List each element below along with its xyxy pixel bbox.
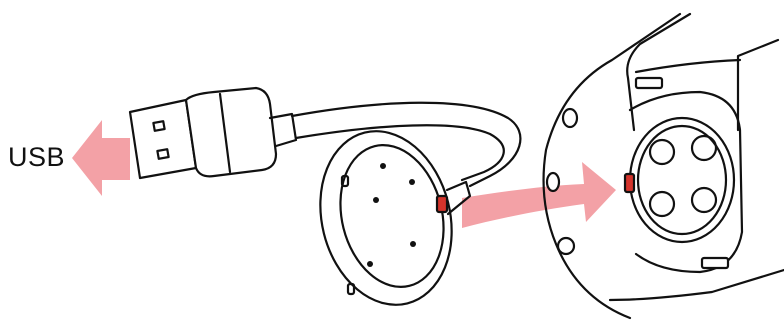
right-arrow-icon bbox=[462, 162, 616, 228]
left-arrow-icon bbox=[72, 120, 130, 196]
charging-clip-icon bbox=[319, 130, 472, 306]
cable bbox=[290, 101, 522, 188]
usb-plug-icon bbox=[128, 86, 298, 180]
usb-label: USB bbox=[8, 142, 66, 172]
watch-back-icon bbox=[542, 12, 784, 320]
